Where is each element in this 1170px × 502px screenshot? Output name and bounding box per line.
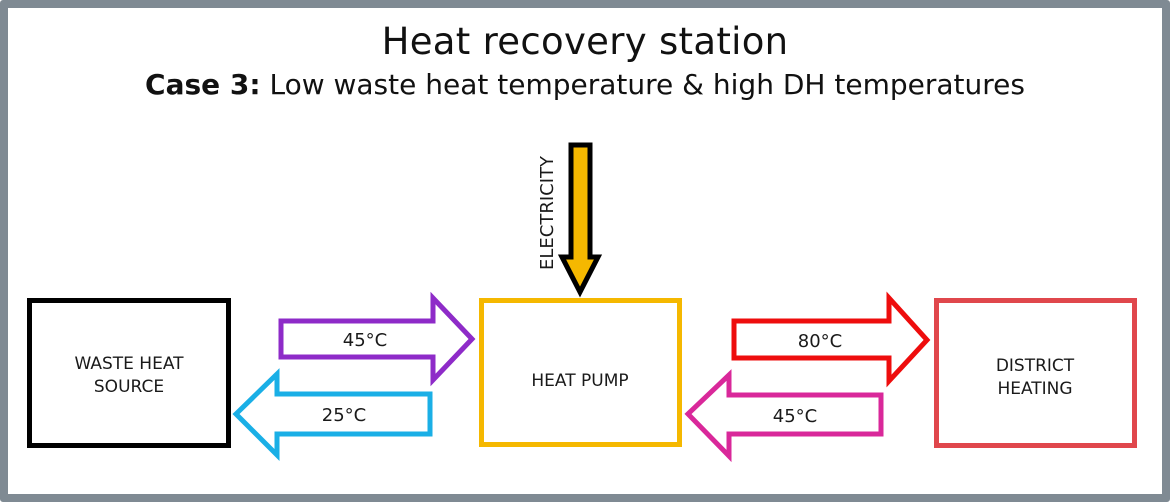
waste-heat-source-node: WASTE HEAT SOURCE [27,298,231,448]
subtitle-description: Low waste heat temperature & high DH tem… [260,68,1025,101]
arrow-right-icon [731,291,931,388]
arrow-down-icon [557,142,603,298]
flow-label-45c-supply: 45°C [343,330,387,351]
district-heating-label-line2: HEATING [997,379,1072,399]
electricity-input-arrow: ELECTRICITY [537,142,603,298]
flow-label-45c-return: 45°C [773,406,817,427]
district-heating-label-line1: DISTRICT [996,356,1075,376]
flow-arrow-pump-to-dh: 80°C [731,291,931,388]
diagram-subtitle: Case 3: Low waste heat temperature & hig… [0,68,1170,101]
flow-label-25c-return: 25°C [322,405,366,426]
diagram-title: Heat recovery station [381,20,789,63]
flow-arrow-waste-to-pump: 45°C [278,291,476,387]
subtitle-case-label: Case 3: [145,68,261,101]
arrow-right-icon [278,291,476,387]
district-heating-node: DISTRICT HEATING [934,298,1137,448]
flow-arrow-pump-to-waste: 25°C [232,368,433,462]
flow-arrow-dh-to-pump: 45°C [684,369,884,463]
waste-heat-label-line2: SOURCE [94,377,164,397]
heat-pump-node: HEAT PUMP [479,298,682,447]
electricity-label: ELECTRICITY [537,155,558,270]
flow-label-80c-supply: 80°C [798,331,842,352]
waste-heat-label-line1: WASTE HEAT [74,354,184,374]
heat-pump-label: HEAT PUMP [531,371,628,391]
arrow-left-icon [232,368,433,462]
arrow-left-icon [684,369,884,463]
